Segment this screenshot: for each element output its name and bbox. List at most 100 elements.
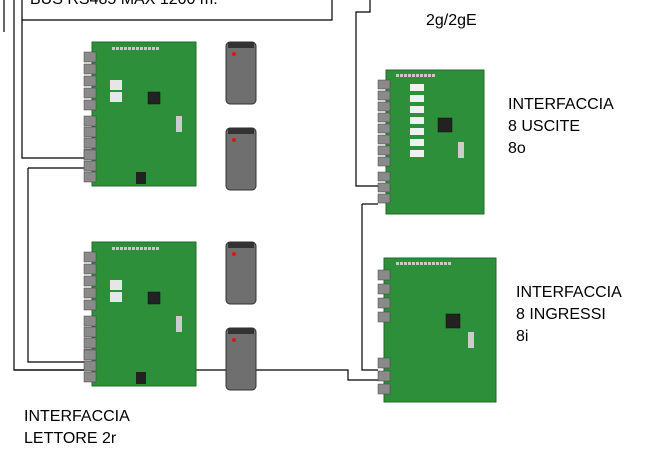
wire-segment-2 (13, 0, 378, 381)
terminal-block (83, 75, 97, 87)
terminal-block (83, 326, 97, 338)
terminal-block (83, 51, 97, 63)
relay-label (110, 92, 122, 102)
terminal-block (83, 299, 97, 311)
pin-header (136, 247, 139, 250)
reader-body (225, 127, 257, 191)
terminal-block (83, 99, 97, 111)
pin-header (420, 262, 423, 265)
pin-header (120, 247, 123, 250)
reader-body (225, 241, 257, 305)
card-reader-1 (225, 41, 257, 105)
pin-header (132, 47, 135, 50)
terminal-block (377, 370, 391, 382)
wire-segment-8 (361, 204, 378, 371)
terminal-block (83, 263, 97, 275)
output-interface-sub: 8 USCITE (508, 118, 581, 135)
terminal-block (377, 283, 391, 295)
terminal-block (377, 182, 391, 193)
pin-header (148, 47, 151, 50)
dip-switch (176, 116, 182, 132)
pin-header (432, 74, 435, 77)
pin-header (124, 247, 127, 250)
terminal-block (83, 315, 97, 327)
relay-label (410, 95, 424, 102)
battery-connector (136, 372, 146, 384)
terminal-block (377, 311, 391, 323)
pin-header (128, 247, 131, 250)
reader-body (225, 41, 257, 105)
pin-header (428, 262, 431, 265)
reader-body (225, 327, 257, 391)
terminal-block (83, 275, 97, 287)
terminal-block (83, 337, 97, 349)
pcb-board (91, 41, 197, 187)
terminal-block (377, 123, 391, 134)
pin-header (400, 262, 403, 265)
reader-board-2 (83, 241, 197, 387)
input-interface-title: INTERFACCIA (516, 284, 622, 301)
pin-header (404, 262, 407, 265)
relay-label (110, 292, 122, 302)
pin-header (152, 47, 155, 50)
pin-header (412, 74, 415, 77)
pin-header (444, 262, 447, 265)
dip-switch (458, 142, 464, 158)
pin-header (440, 262, 443, 265)
reader-led-icon (232, 338, 236, 342)
pin-header (136, 47, 139, 50)
pin-header (140, 247, 143, 250)
pin-header (120, 47, 123, 50)
card-reader-2 (225, 127, 257, 191)
relay-label (410, 106, 424, 113)
ic-chip (147, 91, 161, 105)
reader-interface-sub: LETTORE 2r (24, 430, 117, 447)
wire-segment-5 (27, 168, 88, 363)
reader-interface-title: INTERFACCIA (24, 408, 130, 425)
pin-header (124, 47, 127, 50)
ic-chip (147, 291, 161, 305)
relay-label (410, 139, 424, 146)
terminal-block (377, 297, 391, 309)
terminal-block (83, 137, 97, 149)
terminal-block (377, 193, 391, 204)
pcb-board (91, 241, 197, 387)
battery-connector (136, 172, 146, 184)
ic-chip (437, 117, 453, 133)
relay-label (410, 128, 424, 135)
pin-header (400, 74, 403, 77)
pin-header (448, 262, 451, 265)
terminal-block (377, 269, 391, 281)
output-board (377, 69, 485, 215)
input-board (377, 257, 497, 403)
terminal-block (83, 115, 97, 127)
terminal-block (83, 160, 97, 172)
pin-header (148, 247, 151, 250)
terminal-block (83, 126, 97, 138)
terminal-block (83, 87, 97, 99)
terminal-block (377, 145, 391, 156)
reader-led-icon (232, 252, 236, 256)
pcb-board (385, 69, 485, 215)
terminal-block (83, 287, 97, 299)
pin-header (408, 74, 411, 77)
bus-line-label: BUS RS485 MAX 1200 m. (30, 0, 218, 10)
pin-header (132, 247, 135, 250)
pin-header (416, 262, 419, 265)
pin-header (420, 74, 423, 77)
input-interface-sub: 8 INGRESSI (516, 306, 606, 323)
top-model-label: 2g/2gE (426, 12, 477, 29)
boards-layer (83, 41, 497, 403)
reader-top (228, 42, 254, 48)
relay-label (410, 150, 424, 157)
relay-label (410, 84, 424, 91)
pin-header (408, 262, 411, 265)
pin-header (156, 47, 159, 50)
pin-header (416, 74, 419, 77)
pin-header (144, 247, 147, 250)
pin-header (396, 74, 399, 77)
pin-header (112, 247, 115, 250)
relay-label (110, 80, 122, 90)
terminal-block (83, 360, 97, 372)
